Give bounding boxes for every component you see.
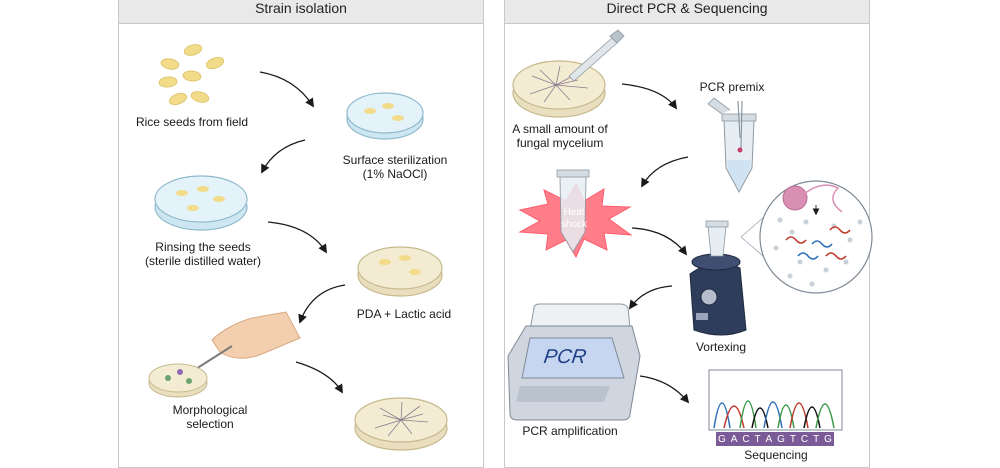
pda-dish-icon: [357, 246, 443, 297]
label-vortexing: Vortexing: [695, 340, 747, 354]
dna-base: G: [718, 434, 726, 445]
dna-base: C: [742, 434, 750, 445]
mycelium-dish-icon: [354, 397, 448, 451]
vortexer-icon: [689, 220, 747, 336]
dna-sequence-bar: [716, 432, 834, 446]
dna-base: A: [730, 434, 738, 445]
label-rinsing: Rinsing the seeds (sterile distilled wat…: [144, 240, 262, 268]
label-morphological-selection: Morphological selection: [172, 403, 248, 431]
label-fungal-mycelium: A small amount of fungal mycelium: [512, 122, 608, 150]
dna-base: T: [754, 434, 761, 445]
dna-base: T: [789, 434, 796, 445]
label-pcr-amplification: PCR amplification: [522, 424, 618, 438]
dna-base: A: [765, 434, 773, 445]
sterilization-dish-icon: [346, 92, 424, 140]
pipette-icon: [568, 29, 625, 82]
panel-title-direct-pcr: Direct PCR & Sequencing: [505, 0, 869, 24]
rinsing-dish-icon: [154, 175, 248, 231]
label-pda: PDA + Lactic acid: [356, 307, 452, 321]
dna-base: G: [777, 434, 785, 445]
label-pcr-premix: PCR premix: [699, 80, 765, 94]
rice-seeds-icon: [158, 44, 225, 106]
pcr-screen-text: PCR: [542, 346, 588, 368]
label-surface-sterilization: Surface sterilization (1% NaOCl): [342, 153, 448, 181]
fungal-mycelium-dish-icon: [512, 60, 606, 118]
panel-title-strain-isolation: Strain isolation: [119, 0, 483, 24]
chromatogram-icon: [708, 369, 843, 431]
dna-base: C: [800, 434, 809, 445]
label-heat-shock: Heat shock: [560, 207, 588, 230]
dna-base: G: [824, 434, 832, 445]
dna-release-magnifier-icon: [740, 180, 873, 294]
pcr-premix-tube-icon: [707, 97, 757, 194]
left-flow-arrows: [259, 71, 346, 394]
label-rice-seeds: Rice seeds from field: [135, 115, 249, 129]
dna-base: T: [813, 434, 820, 445]
dna-bases: G A C T A G T C T G: [718, 433, 832, 447]
heat-shock-tube-icon: [556, 169, 590, 253]
label-sequencing: Sequencing: [744, 448, 808, 462]
selection-dish-icon: [148, 363, 208, 398]
pcr-thermocycler-icon: [507, 303, 641, 421]
right-flow-arrows: [621, 83, 690, 404]
hand-selection-icon: [187, 311, 301, 375]
